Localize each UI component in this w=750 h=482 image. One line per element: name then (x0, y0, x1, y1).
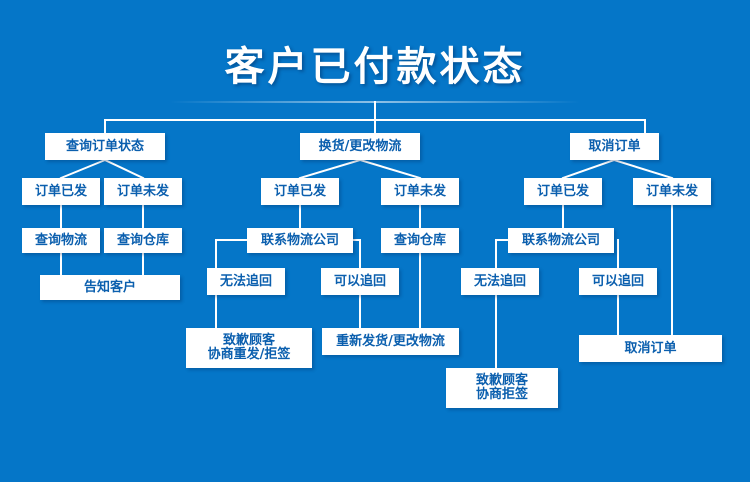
node-b1-notify-customer[interactable]: 告知客户 (40, 275, 180, 300)
node-b1-shipped[interactable]: 订单已发 (22, 178, 100, 205)
page-title: 客户已付款状态 (224, 44, 526, 90)
node-query-order-status[interactable]: 查询订单状态 (45, 133, 165, 160)
node-b2-unrecoverable[interactable]: 无法追回 (207, 268, 285, 295)
node-b3-cancel-order-final[interactable]: 取消订单 (579, 335, 722, 362)
node-b3-contact-courier[interactable]: 联系物流公司 (508, 228, 614, 253)
node-b2-reship-change-logistics[interactable]: 重新发货/更改物流 (322, 328, 459, 355)
node-b2-contact-courier[interactable]: 联系物流公司 (247, 228, 353, 253)
node-b1-check-warehouse[interactable]: 查询仓库 (104, 228, 182, 253)
node-b2-recoverable[interactable]: 可以追回 (321, 268, 399, 295)
node-b3-not-shipped[interactable]: 订单未发 (633, 178, 711, 205)
node-b3-shipped[interactable]: 订单已发 (524, 178, 602, 205)
node-b1-check-logistics[interactable]: 查询物流 (22, 228, 100, 253)
node-b2-check-warehouse[interactable]: 查询仓库 (381, 228, 459, 253)
node-b1-not-shipped[interactable]: 订单未发 (104, 178, 182, 205)
node-b3-recoverable[interactable]: 可以追回 (579, 268, 657, 295)
node-b3-unrecoverable[interactable]: 无法追回 (461, 268, 539, 295)
node-b2-shipped[interactable]: 订单已发 (261, 178, 339, 205)
node-cancel-order[interactable]: 取消订单 (570, 133, 659, 160)
node-b3-apologize-reject[interactable]: 致歉顾客 协商拒签 (446, 368, 558, 408)
node-b2-apologize-resend-reject[interactable]: 致歉顾客 协商重发/拒签 (186, 328, 312, 368)
node-b2-not-shipped[interactable]: 订单未发 (381, 178, 459, 205)
node-exchange-change-logistics[interactable]: 换货/更改物流 (300, 133, 420, 160)
